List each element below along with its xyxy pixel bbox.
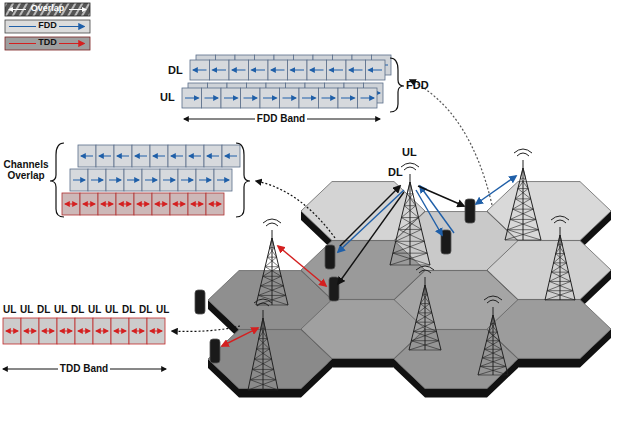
diagram-label: UL — [105, 304, 118, 315]
cell-tower — [409, 266, 441, 350]
cell-tower — [390, 163, 430, 265]
band-row — [78, 145, 240, 167]
mobile-phone — [441, 230, 451, 254]
cell-tower — [505, 149, 541, 240]
legend-samples — [5, 3, 90, 50]
band-row — [3, 318, 165, 344]
hexagon-cells — [195, 149, 611, 397]
band-row — [70, 169, 232, 191]
cell-tower — [545, 216, 575, 300]
cell-tower — [248, 299, 278, 390]
band-row — [190, 60, 385, 80]
diagram-label: DL — [71, 304, 84, 315]
diagram-label: UL — [3, 304, 16, 315]
diagram-label: FDD Band — [255, 113, 307, 124]
diagram-label: DL — [388, 166, 403, 178]
diagram-label: UL — [156, 304, 169, 315]
diagram-label: UL — [160, 91, 175, 103]
mobile-phone — [329, 277, 339, 301]
mobile-phone — [325, 245, 335, 269]
brackets — [3, 58, 492, 369]
diagram-label: DL — [37, 304, 50, 315]
diagram-label: DL — [139, 304, 152, 315]
diagram-label: UL — [88, 304, 101, 315]
diagram-label: DL — [168, 64, 183, 76]
diagram-label: DL — [122, 304, 135, 315]
mobile-phone — [195, 290, 205, 314]
cell-tower — [256, 219, 288, 305]
diagram-label: Channels Overlap — [2, 159, 50, 181]
legend-text: Overlap — [29, 4, 67, 14]
diagram-label: UL — [402, 146, 417, 158]
legend-text: FDD — [36, 21, 59, 31]
mobile-phone — [210, 339, 220, 363]
band-row — [182, 88, 377, 108]
cell-tower — [478, 296, 508, 375]
radio-links — [222, 176, 516, 346]
diagram-label: TDD Band — [58, 363, 110, 374]
band-row — [62, 193, 224, 215]
diagram-label: UL — [54, 304, 67, 315]
mobile-phone — [465, 199, 475, 223]
legend-text: TDD — [36, 38, 59, 48]
diagram-label: UL — [20, 304, 33, 315]
diagram-label: FDD — [406, 79, 429, 91]
